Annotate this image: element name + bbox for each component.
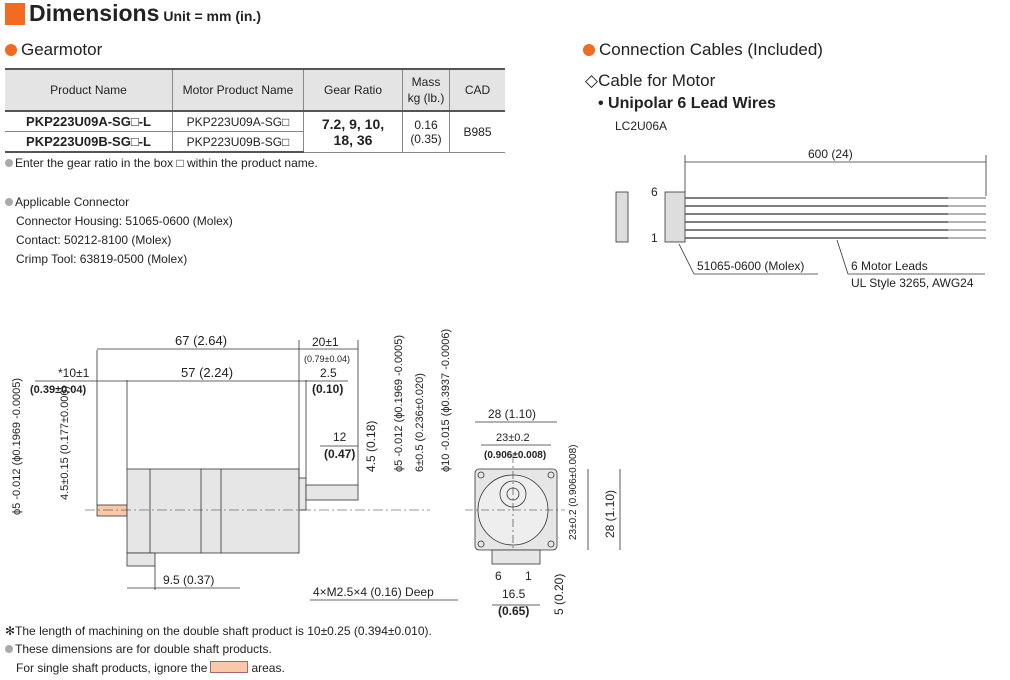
mass-kg: 0.16 <box>414 117 438 132</box>
motor-product-name: PKP223U09A-SG□ <box>172 110 304 132</box>
dim-rear-shaft-dia: ϕ5 -0.012 (ϕ0.1969 -0.0005) <box>11 378 23 515</box>
front-pin-1: 1 <box>525 569 532 583</box>
footnote-machining: ✻The length of machining on the double s… <box>5 624 432 638</box>
dim-rear-4-5: 4.5±0.15 (0.177±0.006) <box>59 386 71 500</box>
motor-body <box>126 468 300 554</box>
footnote-areas-text: areas. <box>251 661 285 675</box>
col-motor-product-name: Motor Product Name <box>172 68 304 112</box>
dim-2-5-in: (0.10) <box>312 382 343 396</box>
gear-ratio-note: Enter the gear ratio in the box □ within… <box>5 156 318 170</box>
dim-10: *10±1 <box>58 366 90 380</box>
mass: 0.16(0.35) <box>402 110 450 153</box>
gear-ratio: 7.2, 9, 10,18, 36 <box>303 110 403 153</box>
cable-model: LC2U06A <box>615 119 668 133</box>
product-name: PKP223U09A-SG□-L <box>5 110 173 132</box>
gearmotor-heading: Gearmotor <box>5 40 102 60</box>
pin-1-label: 1 <box>651 231 658 245</box>
dim-57: 57 (2.24) <box>181 365 233 380</box>
dim-pilot-dia: ϕ10 -0.015 (ϕ0.3937 -0.0006) <box>440 329 452 472</box>
output-shaft <box>305 484 359 501</box>
dim-6: 6±0.5 (0.236±0.020) <box>414 373 426 472</box>
unit-label: Unit = mm (in.) <box>163 8 261 24</box>
col-gear-ratio: Gear Ratio <box>303 68 403 112</box>
bullet-icon <box>5 198 13 206</box>
table-row: PKP223U09B-SG□-L PKP223U09B-SG□ <box>5 131 505 153</box>
leads-spec-label: UL Style 3265, AWG24 <box>851 276 974 290</box>
cable-type: • Unipolar 6 Lead Wires <box>598 95 776 112</box>
product-name: PKP223U09B-SG□-L <box>5 131 173 153</box>
table-row: PKP223U09A-SG□-L PKP223U09A-SG□ 7.2, 9, … <box>5 110 505 153</box>
front-pin-6: 6 <box>495 569 502 583</box>
dim-10-in: (0.39±0.04) <box>30 384 87 396</box>
gear-ratio-note-text: Enter the gear ratio in the box □ within… <box>15 156 318 170</box>
dim-9-5: 9.5 (0.37) <box>163 573 214 587</box>
dim-12: 12 <box>333 430 347 444</box>
pin-6-label: 6 <box>651 185 658 199</box>
leads-label: 6 Motor Leads <box>851 259 928 273</box>
footnote-double-shaft-text: These dimensions are for double shaft pr… <box>15 642 272 656</box>
dim-2-5: 2.5 <box>320 366 337 380</box>
connector-crimp-tool: Crimp Tool: 63819-0500 (Molex) <box>16 252 188 266</box>
connector-block <box>126 552 156 567</box>
bullet-icon <box>583 44 595 56</box>
rear-shaft-single-shaft-area <box>96 504 128 517</box>
connector-housing-drawing <box>664 191 686 243</box>
footnote-double-shaft: These dimensions are for double shaft pr… <box>5 642 272 656</box>
connector-housing: Connector Housing: 51065-0600 (Molex) <box>16 214 233 228</box>
bullet-icon <box>5 159 13 167</box>
col-cad: CAD <box>449 68 505 112</box>
front-dim-23: 23±0.2 <box>496 432 530 444</box>
front-dim-28: 28 (1.10) <box>488 407 536 421</box>
front-dim-5: 5 (0.20) <box>552 574 566 615</box>
dim-4-5: 4.5 (0.18) <box>364 421 378 472</box>
footnote-single-shaft: For single shaft products, ignore the are… <box>16 661 285 675</box>
applicable-connector: Applicable Connector Connector Housing: … <box>5 193 233 269</box>
front-dim-v23: 23±0.2 (0.906±0.008) <box>568 445 579 541</box>
cable-length-label: 600 (24) <box>808 147 853 161</box>
cable-for-motor: ◇Cable for Motor <box>585 71 716 90</box>
product-table: Product Name Motor Product Name Gear Rat… <box>5 68 505 153</box>
front-dim-16-5-in: (0.65) <box>498 604 529 618</box>
dim-20-in: (0.79±0.04) <box>304 354 350 364</box>
dim-tap-holes: 4×M2.5×4 (0.16) Deep <box>313 585 434 599</box>
connector-end-view <box>615 191 629 243</box>
title-marker <box>5 3 25 25</box>
title-text: Dimensions <box>29 0 160 26</box>
cables-heading: Connection Cables (Included) <box>583 40 823 60</box>
motor-product-name: PKP223U09B-SG□ <box>172 131 304 153</box>
gear-ratio-line1: 7.2, 9, 10, <box>321 115 385 132</box>
cable-drawing: 600 (24) 6 1 51065-0600 (Molex) 6 Motor … <box>615 147 987 290</box>
front-dim-v28: 28 (1.10) <box>603 490 617 538</box>
cables-heading-text: Connection Cables (Included) <box>599 40 823 59</box>
housing-label: 51065-0600 (Molex) <box>697 259 804 273</box>
dim-12-in: (0.47) <box>324 447 355 461</box>
motor-side-view: 67 (2.64) 57 (2.24) *10±1 (0.39±0.04) 20… <box>11 329 458 601</box>
dim-shaft-dia: ϕ5 -0.012 (ϕ0.1969 -0.0005) <box>393 335 405 472</box>
col-product-name: Product Name <box>5 68 173 112</box>
mass-lb: (0.35) <box>410 131 442 146</box>
gearmotor-heading-text: Gearmotor <box>21 40 103 59</box>
front-dim-23-in: (0.906±0.008) <box>484 450 546 461</box>
footnote-single-shaft-text: For single shaft products, ignore the <box>16 661 208 675</box>
cad-link[interactable]: B985 <box>449 110 505 153</box>
gear-ratio-line2: 18, 36 <box>333 131 373 148</box>
connector-contact: Contact: 50212-8100 (Molex) <box>16 233 172 247</box>
single-shaft-area-swatch <box>210 661 249 673</box>
motor-front-view: 28 (1.10) 23±0.2 (0.906±0.008) 23±0.2 (0… <box>465 407 621 618</box>
dim-20: 20±1 <box>312 335 339 349</box>
front-dim-16-5: 16.5 <box>502 587 526 601</box>
bullet-icon <box>5 645 13 653</box>
bullet-icon <box>5 44 17 56</box>
connector-heading: Applicable Connector <box>15 195 130 209</box>
dim-67: 67 (2.64) <box>175 333 227 348</box>
col-mass: Mass kg (lb.) <box>402 68 450 112</box>
front-connector <box>491 549 541 565</box>
